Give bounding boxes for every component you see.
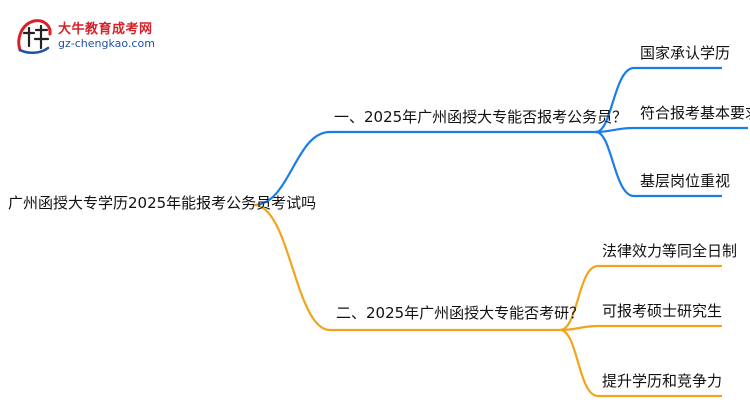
connector-root-branch-2	[253, 203, 331, 332]
connector-branch-2-child-2	[559, 324, 599, 332]
logo-mark-icon	[17, 19, 52, 54]
connector-branch-2-child-3	[559, 328, 599, 398]
site-logo[interactable]: 大牛教育成考网 gz-chengkao.com	[14, 16, 174, 56]
root-node: 广州函授大专学历2025年能报考公务员考试吗	[8, 194, 317, 212]
connector-branch-2-child-1	[559, 264, 599, 332]
connector-root-branch-1	[253, 130, 331, 207]
brand-name: 大牛教育成考网	[58, 22, 153, 37]
branch-1-child-2: 符合报考基本要求	[640, 104, 750, 122]
branch-2-child-2: 可报考硕士研究生	[602, 302, 723, 320]
connector-branch-1-child-1	[595, 66, 635, 134]
branch-1-child-3: 基层岗位重视	[640, 172, 731, 190]
branch-1-child-1: 国家承认学历	[640, 44, 731, 62]
branch-1-label: 一、2025年广州函授大专能否报考公务员？	[334, 108, 628, 126]
branch-2-child-1: 法律效力等同全日制	[602, 242, 738, 260]
connector-branch-1-child-3	[595, 130, 635, 198]
branch-2-label: 二、2025年广州函授大专能否考研？	[336, 304, 585, 322]
branch-2-child-3: 提升学历和竞争力	[602, 372, 723, 390]
connector-branch-1-child-2	[595, 126, 635, 134]
brand-url: gz-chengkao.com	[58, 37, 155, 50]
